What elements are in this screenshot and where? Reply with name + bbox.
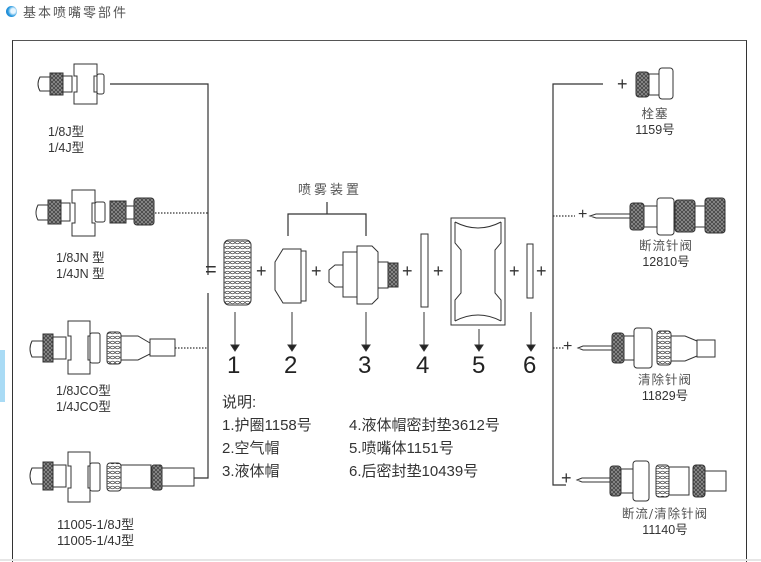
- spray-setup-label: 喷雾装置: [298, 183, 363, 198]
- legend-item: 1.护圈1158号: [222, 417, 312, 434]
- section-title: 基本喷嘴零部件: [23, 5, 129, 21]
- bottom-divider: [0, 559, 761, 561]
- air-cap-image: [274, 248, 307, 304]
- plus-sign: +: [256, 261, 267, 281]
- plus-sign: +: [563, 338, 573, 355]
- fluid-cap-gasket-image: [420, 233, 429, 308]
- part-number-2: 2: [284, 352, 298, 379]
- part-number-3: 3: [358, 352, 372, 379]
- nozzle-body-image: [450, 217, 506, 326]
- plus-sign: +: [561, 468, 572, 488]
- nozzle-jn-type-image: [35, 189, 155, 237]
- connector-line: [194, 293, 209, 479]
- shutoff-needle-valve-image: [588, 197, 726, 236]
- arrow-group: [230, 312, 536, 352]
- plus-sign: +: [578, 206, 588, 223]
- legend-item: 6.后密封垫10439号: [349, 463, 479, 480]
- part-number-1: 1: [227, 352, 241, 379]
- nozzle-11005-type-image: [29, 451, 195, 503]
- connector-line: [110, 83, 209, 275]
- connector-line: [552, 83, 603, 486]
- diagram-frame: [12, 40, 747, 562]
- retainer-ring-image: [223, 239, 252, 306]
- plus-sign: +: [311, 261, 322, 281]
- part-number-4: 4: [416, 352, 430, 379]
- plus-sign: +: [509, 261, 520, 281]
- part-number-5: 5: [472, 352, 486, 379]
- blue-bullet-icon: [6, 5, 17, 17]
- fluid-cap-image: [328, 245, 399, 305]
- plus-sign: +: [402, 261, 413, 281]
- legend-item: 3.液体帽: [222, 463, 280, 480]
- cleanout-needle-valve-image: [576, 327, 716, 369]
- back-seal-gasket-image: [526, 243, 534, 299]
- side-tab[interactable]: [0, 350, 5, 402]
- legend-item: 2.空气帽: [222, 440, 280, 457]
- legend-col-2: 4.液体帽密封垫3612号 5.喷嘴体1151号 6.后密封垫10439号: [349, 414, 500, 483]
- nozzle-j-type-image: [37, 63, 105, 105]
- legend-item: 5.喷嘴体1151号: [349, 440, 454, 457]
- plus-sign: +: [617, 74, 628, 94]
- nozzle-jco-type-image: [29, 320, 176, 375]
- part-number-6: 6: [523, 352, 537, 379]
- legend: 说明: 1.护圈1158号 2.空气帽 3.液体帽: [222, 391, 312, 483]
- legend-title: 说明:: [222, 394, 257, 411]
- section-header: 基本喷嘴零部件: [6, 2, 129, 21]
- plus-sign: +: [433, 261, 444, 281]
- plus-sign: +: [536, 261, 547, 281]
- equals-sign: =: [205, 259, 217, 281]
- shutoff-cleanout-needle-valve-image: [575, 460, 727, 502]
- plug-image: [635, 67, 674, 100]
- legend-item: 4.液体帽密封垫3612号: [349, 417, 500, 434]
